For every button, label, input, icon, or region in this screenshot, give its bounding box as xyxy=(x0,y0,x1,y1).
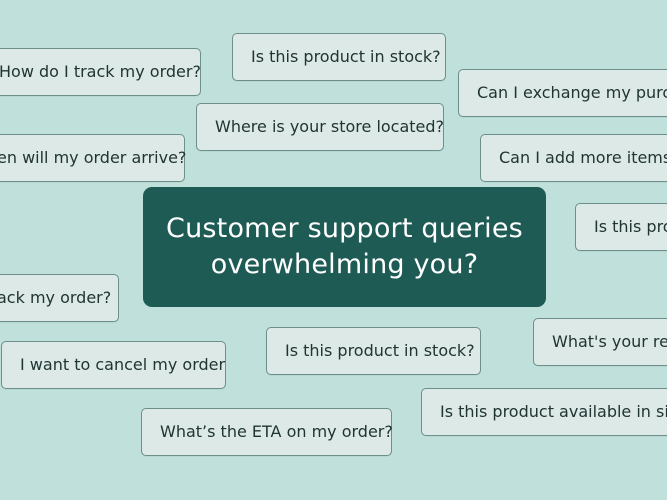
headline-line-2: overwhelming you? xyxy=(210,249,479,280)
query-text: Where is your store located? xyxy=(215,117,445,136)
query-bubble: Is this product in stock? xyxy=(266,327,481,375)
query-bubble: ack my order? xyxy=(0,274,119,322)
query-bubble: Can I exchange my purcha xyxy=(458,69,667,117)
query-bubble: Is this product available in size xyxy=(421,388,667,436)
query-text: What's your retu xyxy=(552,332,667,351)
query-bubble: Can I add more items t xyxy=(480,134,667,182)
query-bubble: Is this prod xyxy=(575,203,667,251)
query-text: What’s the ETA on my order? xyxy=(160,422,393,441)
query-text: Is this product in stock? xyxy=(285,341,475,360)
query-bubble: What's your retu xyxy=(533,318,667,366)
query-text: Is this prod xyxy=(594,217,667,236)
headline-card: Customer support queries overwhelming yo… xyxy=(143,187,546,307)
query-text: Can I add more items t xyxy=(499,148,667,167)
query-text: I want to cancel my order xyxy=(20,355,226,374)
query-bubble: How do I track my order? xyxy=(0,48,201,96)
query-text: How do I track my order? xyxy=(0,62,201,81)
query-bubble: en will my order arrive? xyxy=(0,134,187,182)
query-bubble: Where is your store located? xyxy=(196,103,444,151)
query-text: Is this product in stock? xyxy=(251,47,441,66)
query-text: ack my order? xyxy=(0,288,112,307)
query-bubble: What’s the ETA on my order? xyxy=(141,408,393,456)
query-bubble: Is this product in stock? xyxy=(232,33,446,81)
query-text: Can I exchange my purcha xyxy=(477,83,667,102)
query-text: Is this product available in size xyxy=(440,402,667,421)
headline-line-1: Customer support queries xyxy=(166,213,523,244)
query-text: en will my order arrive? xyxy=(0,148,187,167)
query-bubble: I want to cancel my order xyxy=(1,341,226,389)
